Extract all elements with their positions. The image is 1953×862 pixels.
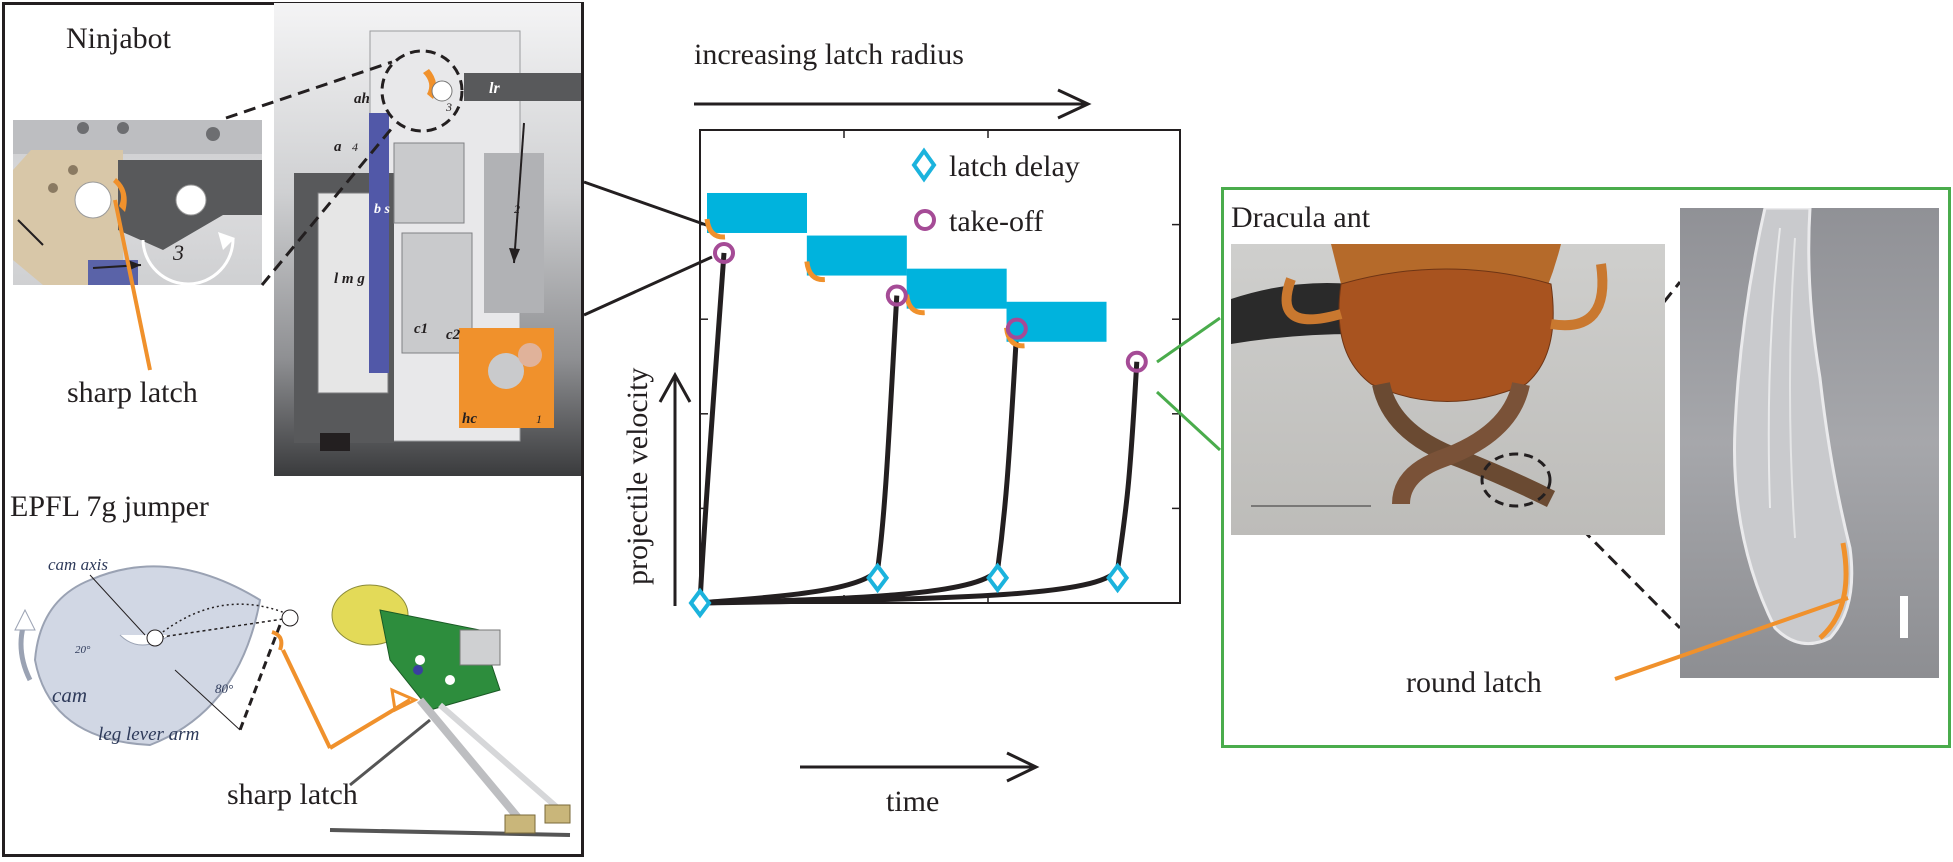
dracula-ant-photo [1231,244,1665,535]
angle-20-label: 20° [75,644,91,656]
latch-delay-marker-1 [866,562,890,594]
sharp-latch-label-top: sharp latch [67,376,198,409]
label-4: 4 [352,140,358,154]
latch-box-1 [806,235,907,276]
leg-lever-arm-label: leg lever arm [98,724,199,745]
latch-delay-marker-3 [1106,562,1130,594]
latch-delay-marker-2 [986,562,1010,594]
sem-mandible-image [1680,208,1939,678]
legend-take-off-marker [914,209,936,231]
label-ah: ah [354,91,370,107]
latch-edge-1 [804,261,825,283]
cam-label: cam [52,683,87,707]
angle-80-label: 80° [215,681,233,696]
legend-take-off-label: take-off [949,205,1043,238]
latch-delay-marker-0 [688,587,712,619]
x-axis-label: time [886,785,940,818]
latch-box-2 [906,268,1007,309]
epfl-cam-diagram: cam axis 20° 80° cam leg lever arm [14,555,299,747]
right-panel [1221,187,1951,748]
label-c2: c2 [446,327,461,343]
label-lr: lr [489,80,500,97]
latch-edge-0 [704,218,726,240]
ninjabot-title: Ninjabot [66,22,171,55]
top-arrow-label: increasing latch radius [694,38,964,71]
take-off-marker-0 [713,241,735,264]
label-1: 1 [536,412,542,426]
dracula-ant-title: Dracula ant [1231,201,1371,234]
velocity-curve-0 [697,252,727,604]
label-3: 3 [445,100,452,114]
round-latch-label: round latch [1406,666,1542,699]
epfl-title: EPFL 7g jumper [10,490,209,523]
label-lmg: l m g [334,271,365,287]
label-hc: hc [462,411,477,427]
svg-text:3: 3 [172,240,184,265]
label-a: a [334,139,342,155]
take-off-marker-2 [1005,317,1028,340]
sharp-latch-label-bottom: sharp latch [227,778,358,811]
legend-latch-delay-label: latch delay [949,150,1080,183]
cam-axis-label: cam axis [48,555,108,574]
label-2: 2 [514,202,520,216]
plot-frame [699,129,1181,604]
ninjabot-closeup-image: 3 [13,120,262,285]
take-off-marker-1 [885,284,908,307]
velocity-chart: latch delay take-off [688,129,1181,619]
label-c1: c1 [414,321,428,337]
label-bs: b s [374,202,391,217]
legend-latch-delay-marker [911,147,937,183]
latch-box-0 [707,192,807,233]
ninjabot-robot-image: ah a 4 lr 3 2 b s l m g c1 c2 hc 1 [274,3,581,476]
epfl-jumper-image [329,584,571,837]
take-off-marker-3 [1125,350,1148,373]
